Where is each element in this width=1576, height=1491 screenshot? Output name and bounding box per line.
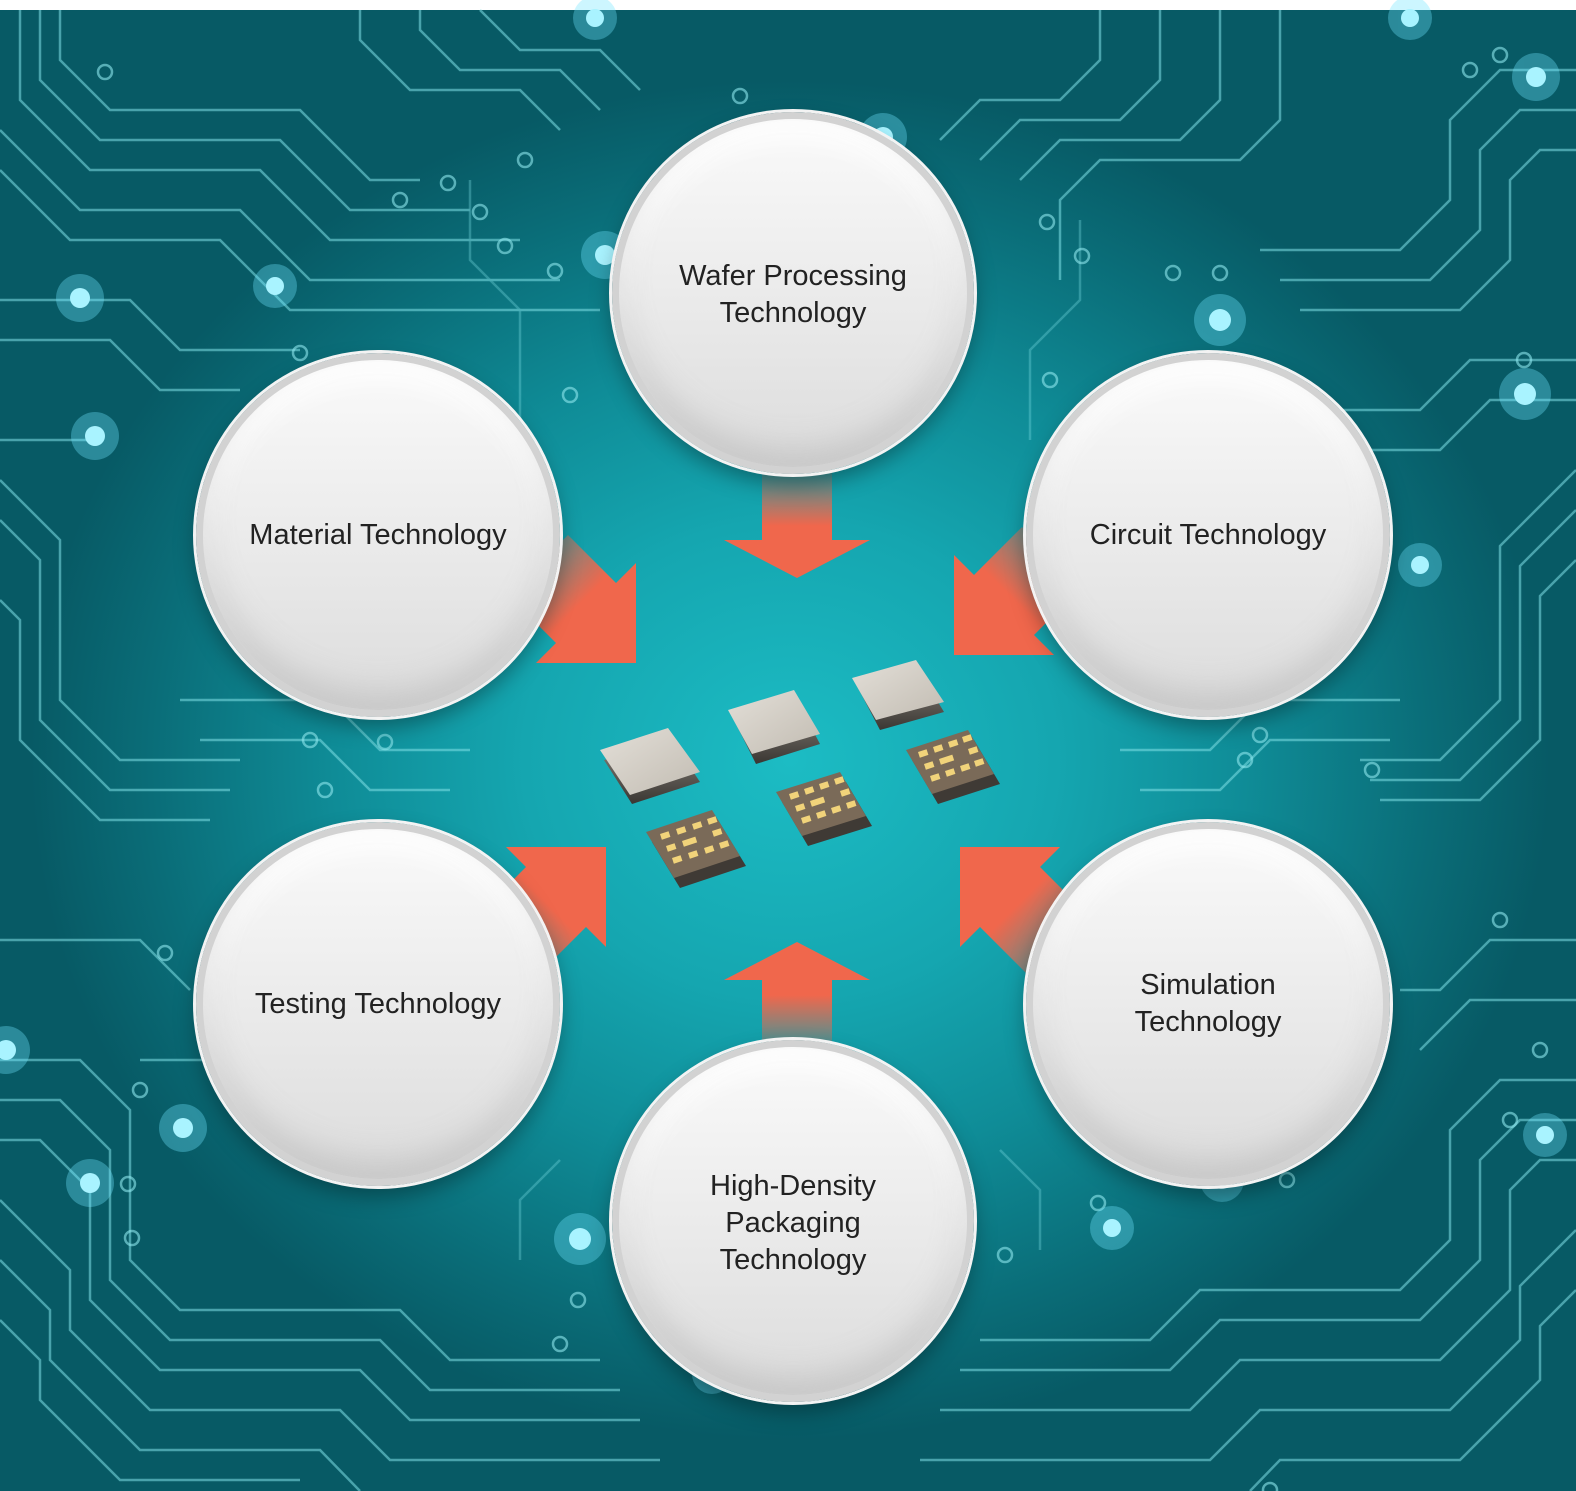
- chip-lid: [852, 660, 944, 730]
- node-label: Material Technology: [249, 518, 507, 551]
- chip-pads: [906, 730, 1000, 804]
- node-label: Circuit Technology: [1089, 518, 1327, 551]
- node-testing: Testing Technology: [196, 822, 560, 1186]
- arrow-wafer-to-components: [724, 462, 870, 578]
- node-label: Simulation Technology: [1134, 969, 1282, 1038]
- node-wafer-processing: Wafer Processing Technology: [612, 112, 974, 474]
- chip-lid: [728, 690, 820, 764]
- node-simulation: Simulation Technology: [1026, 822, 1390, 1186]
- node-circuit: Circuit Technology: [1026, 353, 1390, 717]
- chip-pads: [776, 772, 872, 846]
- arrow-packaging-to-components: [724, 942, 870, 1060]
- node-high-density-packaging: High-Density Packaging Technology: [612, 1040, 974, 1402]
- chip-lid: [600, 728, 700, 804]
- node-label: High-Density Packaging Technology: [710, 1169, 876, 1276]
- top-border: [0, 0, 1576, 10]
- node-label: Testing Technology: [254, 987, 502, 1020]
- node-label: Wafer Processing Technology: [679, 260, 907, 329]
- node-material: Material Technology: [196, 353, 560, 717]
- chip-pads: [646, 810, 746, 888]
